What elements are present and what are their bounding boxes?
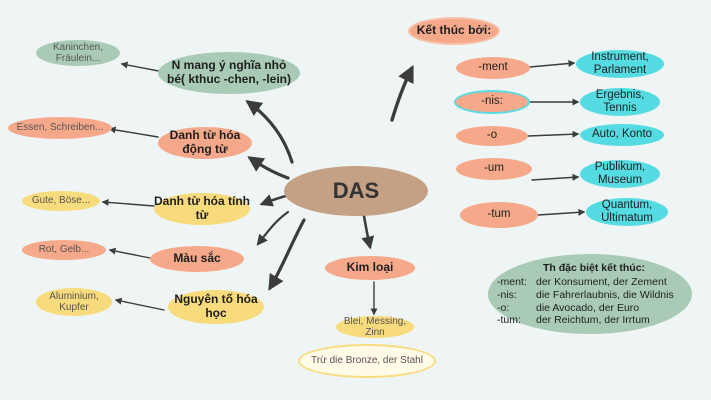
category-metal: Kim loại (325, 256, 415, 280)
suffix-ment: -ment (456, 57, 530, 79)
arrow-verb-example (108, 126, 159, 138)
example-verb-noun: Essen, Schreiben... (8, 117, 112, 139)
examples-o: Auto, Konto (580, 124, 664, 146)
center-label: DAS (332, 178, 380, 204)
arrow-to-metal (361, 214, 375, 250)
examples-nis: Ergebnis, Tennis (580, 88, 660, 116)
arrow-color-example (108, 247, 151, 259)
special-cases-note: Th đặc biệt kết thúc: -ment: der Konsume… (488, 254, 692, 334)
example-diminutive: Kaninchen, Fräulein... (36, 40, 120, 66)
example-chemical-element: Aluminium, Kupfer (36, 288, 112, 316)
example-adjective-noun: Gute, Böse... (22, 191, 100, 211)
arrow-adjective-example (101, 198, 155, 207)
examples-tum: Quantum, Ultimatum (586, 198, 668, 226)
example-color: Rot, Gelb... (22, 240, 106, 260)
arrow-to-verb-noun (247, 156, 290, 180)
exception-metal: Trừ die Bronze, der Stahl (300, 346, 434, 376)
arrow-to-color (256, 210, 290, 246)
category-color: Màu sắc (150, 246, 244, 272)
arrow-to-endings (390, 64, 414, 122)
category-chemical-element: Nguyên tố hóa học (168, 290, 264, 324)
arrow-to-element (268, 218, 306, 291)
arrow-o (527, 130, 580, 138)
center-node: DAS (284, 166, 428, 216)
category-verb-noun: Danh từ hóa động từ (158, 127, 252, 159)
special-cases-title: Th đặc biệt kết thúc: (542, 262, 646, 274)
category-diminutive: N mang ý nghĩa nhỏ bé( kthuc -chen, -lei… (158, 52, 300, 94)
arrow-ment (529, 60, 576, 68)
special-case-row: -ment: der Konsument, der Zement (497, 276, 667, 288)
arrow-to-diminutive (245, 100, 294, 164)
special-case-row: -tum: der Reichtum, der Irrtum (497, 314, 650, 327)
arrow-um (531, 173, 580, 181)
suffix-um: -um (456, 158, 532, 180)
examples-um: Publikum, Museum (580, 160, 660, 188)
arrow-diminutive-example (120, 61, 165, 73)
suffix-o: -o (456, 126, 528, 146)
category-adjective-noun: Danh từ hóa tính từ (154, 193, 250, 225)
suffix-tum: -tum (462, 204, 536, 226)
arrow-tum (537, 208, 586, 216)
suffix-nis: -nis: (456, 92, 528, 112)
endings-title: Kết thúc bởi: (410, 19, 498, 43)
arrow-to-adjective-noun (259, 194, 288, 207)
special-case-row: -nis: die Fahrerlaubnis, die Wildnis (497, 288, 674, 301)
arrow-element-example (114, 297, 165, 311)
example-metal: Blei, Messing, Zinn (336, 316, 414, 338)
special-case-row: -o: die Avocado, der Euro (497, 301, 640, 314)
examples-ment: Instrument, Parlament (576, 50, 664, 78)
